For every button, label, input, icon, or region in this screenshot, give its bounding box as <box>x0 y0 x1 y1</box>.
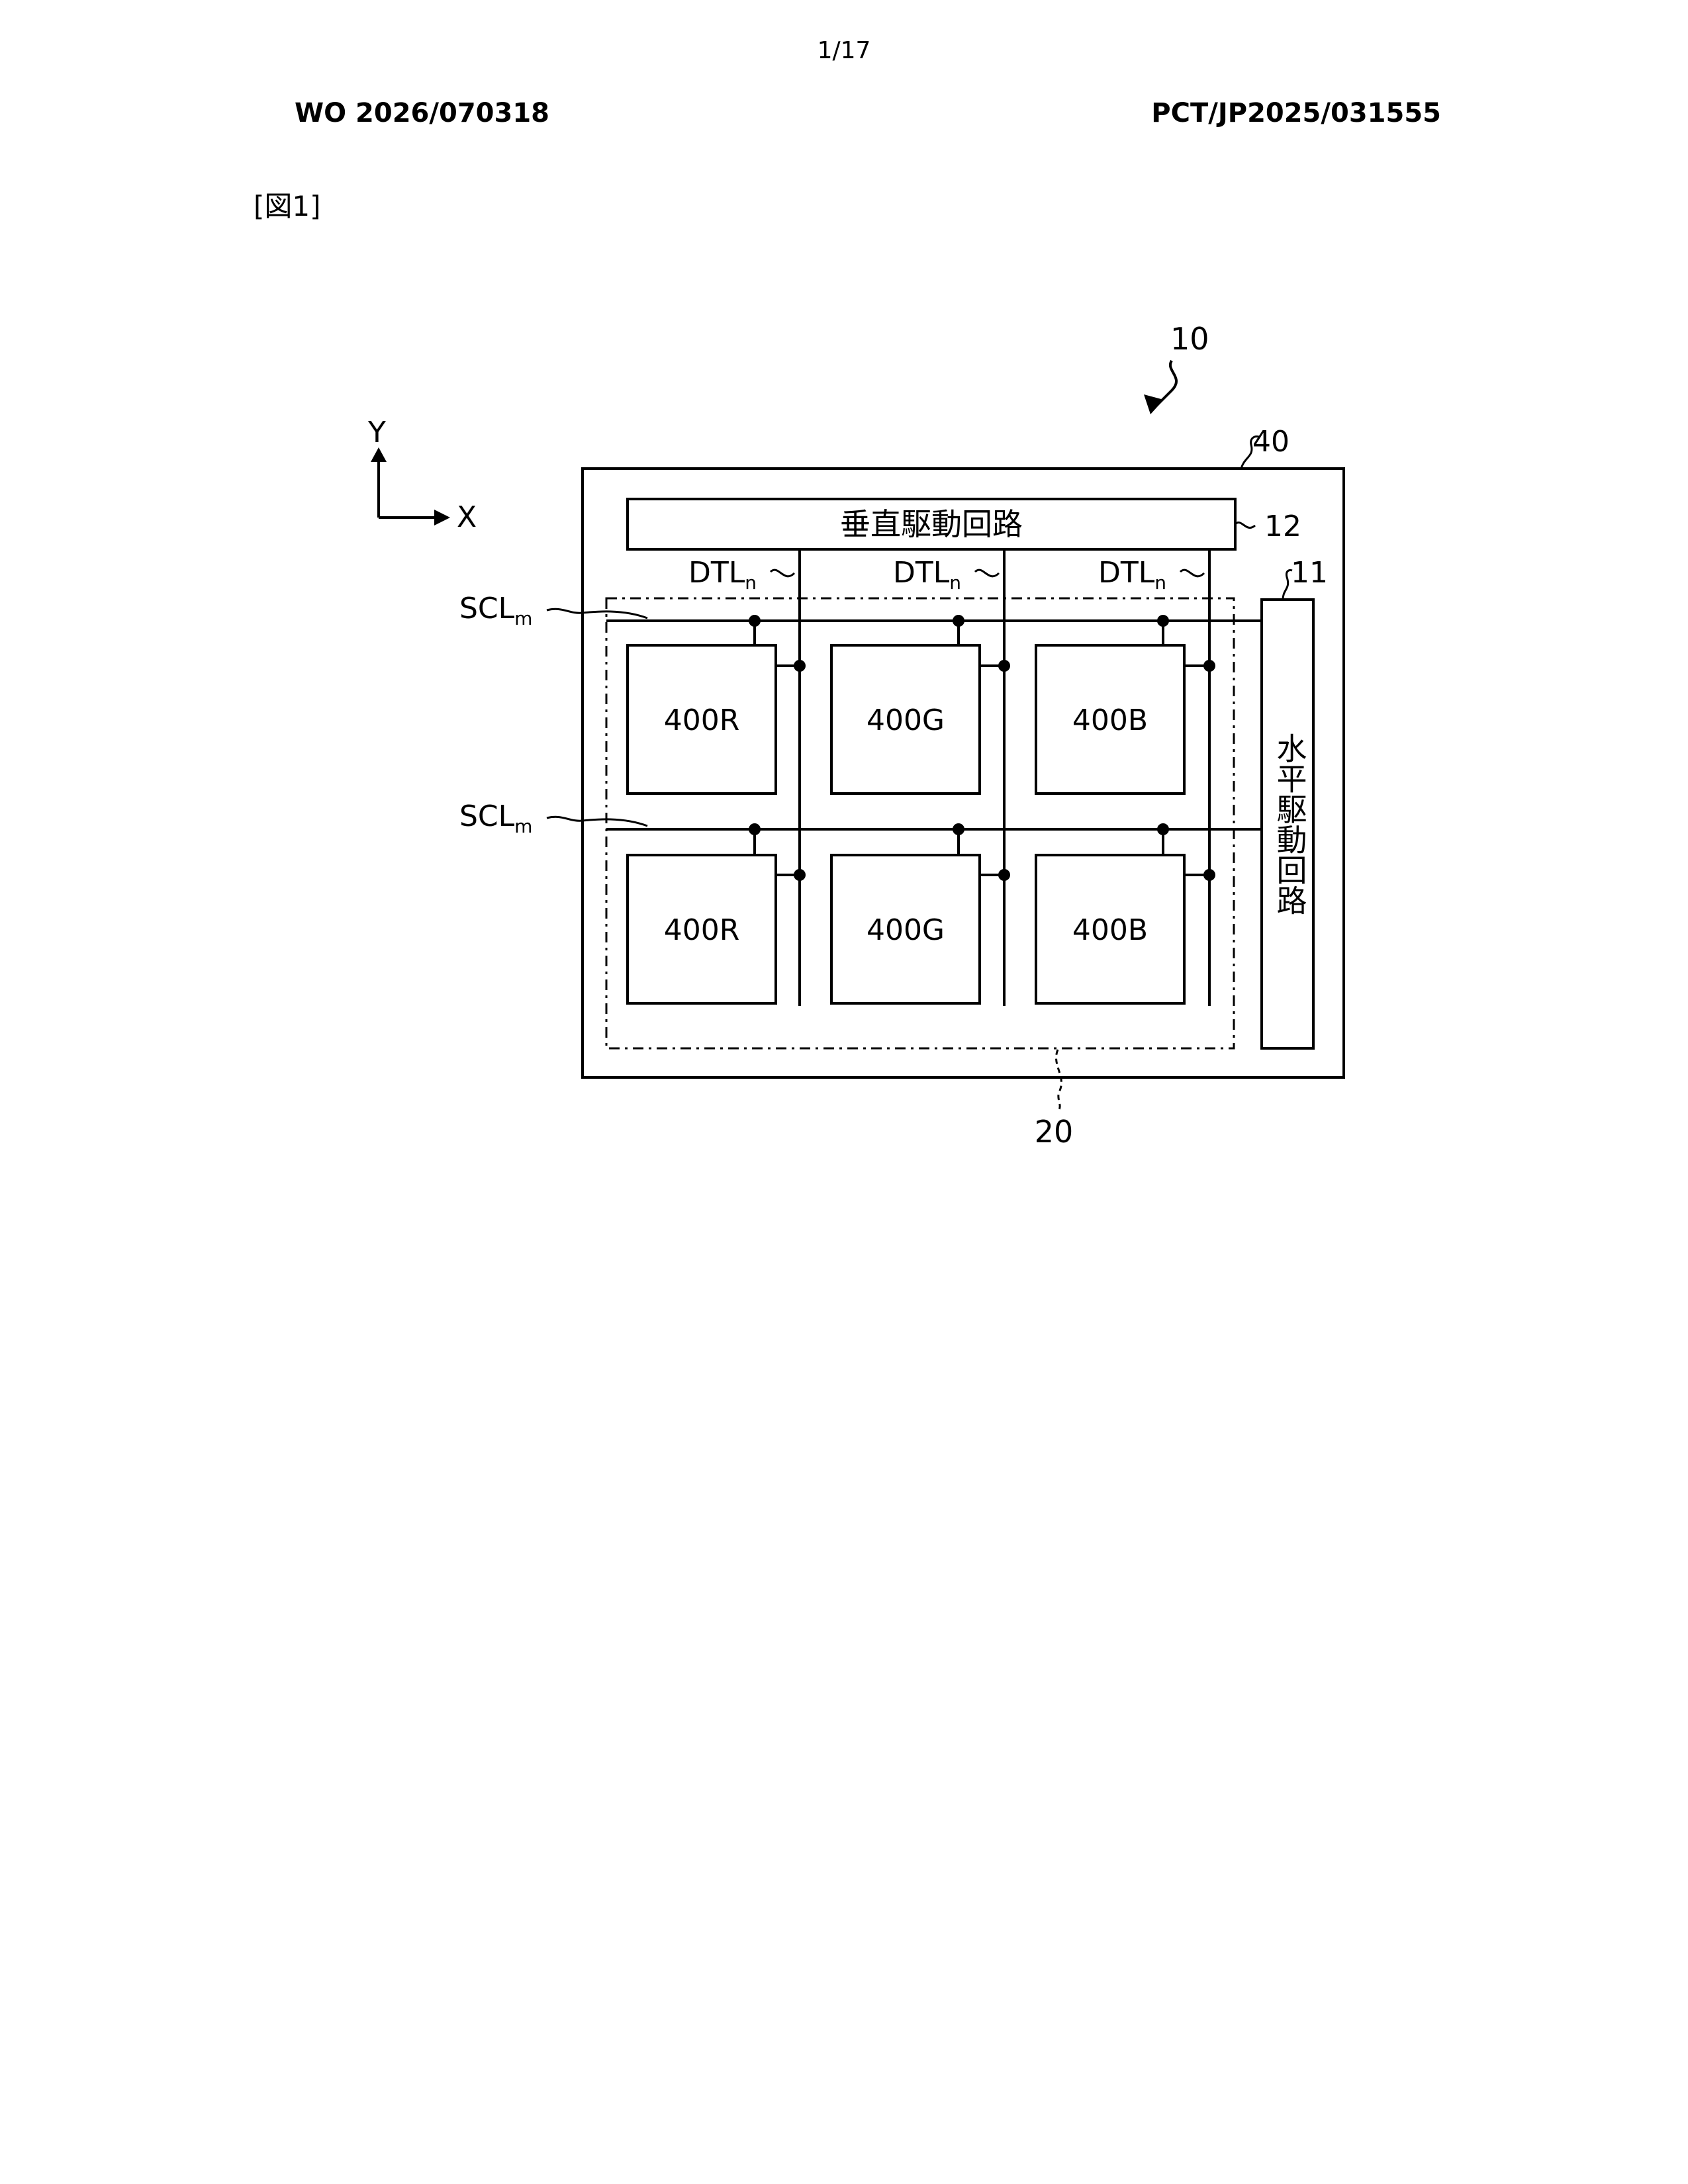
device-ref-leader <box>1157 361 1176 405</box>
pixel-r1-c3-label: 400B <box>1072 704 1148 737</box>
pixel-r2-c3: 400B <box>1036 823 1215 1003</box>
scan-junction-r1-c3 <box>1157 615 1169 627</box>
scan-line-label-1: SCLm <box>459 592 647 629</box>
pixel-r2-c1-label: 400R <box>664 913 740 947</box>
svg-text:SCLm: SCLm <box>459 799 532 837</box>
pixel-r2-c2: 400G <box>831 823 1010 1003</box>
data-line-1-sub: n <box>745 572 757 594</box>
scan-line-2-base: SCL <box>459 799 515 833</box>
scan-junction-r2-c1 <box>749 823 761 835</box>
scan-line-2-sub: m <box>514 815 532 837</box>
data-junction-r2-c3 <box>1203 869 1215 881</box>
x-axis-label: X <box>457 500 477 534</box>
svg-text:SCLm: SCLm <box>459 592 532 629</box>
data-line-3-base: DTL <box>1098 556 1155 590</box>
horizontal-driver-ref-label: 11 <box>1291 556 1328 590</box>
pixel-r1-c1: 400R <box>628 615 806 794</box>
pixel-r2-c1: 400R <box>628 823 806 1003</box>
axes-indicator: Y X <box>367 416 477 534</box>
vertical-driver-ref-leader <box>1235 522 1255 527</box>
data-line-3-sub: n <box>1154 572 1166 594</box>
pixel-r1-c3: 400B <box>1036 615 1215 794</box>
vertical-driver-ref-label: 12 <box>1264 510 1301 543</box>
scan-line-1-leader <box>547 609 647 618</box>
horizontal-driver-label: 水平駆動回路 <box>1272 733 1308 915</box>
scan-line-2-leader <box>547 817 647 826</box>
svg-text:DTLn: DTLn <box>893 556 961 594</box>
data-junction-r1-c3 <box>1203 660 1215 672</box>
data-junction-r1-c2 <box>998 660 1010 672</box>
pixel-r2-c2-label: 400G <box>867 913 945 947</box>
scan-line-label-2: SCLm <box>459 799 647 837</box>
scan-junction-r1-c2 <box>953 615 964 627</box>
data-junction-r2-c1 <box>794 869 806 881</box>
pixel-r1-c1-label: 400R <box>664 704 740 737</box>
pixel-array-ref-leader <box>1056 1050 1061 1109</box>
data-line-label-2: DTLn <box>893 556 999 594</box>
data-line-1-base: DTL <box>688 556 745 590</box>
data-line-3-leader <box>1180 570 1204 576</box>
device-ref-label: 10 <box>1170 321 1209 357</box>
pixel-r2-c3-label: 400B <box>1072 913 1148 947</box>
scan-line-1-sub: m <box>514 608 532 629</box>
y-axis-arrowhead <box>371 447 387 462</box>
scan-line-1-base: SCL <box>459 592 515 625</box>
y-axis-label: Y <box>367 416 386 449</box>
x-axis-arrowhead <box>434 510 450 525</box>
device-ref-arrowhead <box>1144 394 1164 414</box>
data-line-1-leader <box>771 570 794 576</box>
svg-text:DTLn: DTLn <box>688 556 757 594</box>
data-line-2-leader <box>975 570 999 576</box>
data-line-label-1: DTLn <box>688 556 794 594</box>
pixel-r1-c2: 400G <box>831 615 1010 794</box>
data-line-label-3: DTLn <box>1098 556 1204 594</box>
data-line-2-sub: n <box>949 572 961 594</box>
scan-junction-r1-c1 <box>749 615 761 627</box>
data-junction-r1-c1 <box>794 660 806 672</box>
data-line-2-base: DTL <box>893 556 950 590</box>
pixel-r1-c2-label: 400G <box>867 704 945 737</box>
svg-text:DTLn: DTLn <box>1098 556 1166 594</box>
panel-ref-label: 40 <box>1252 425 1289 459</box>
pixel-array-ref-label: 20 <box>1035 1114 1074 1150</box>
vertical-driver-label: 垂直駆動回路 <box>840 506 1023 542</box>
data-junction-r2-c2 <box>998 869 1010 881</box>
scan-junction-r2-c3 <box>1157 823 1169 835</box>
scan-junction-r2-c2 <box>953 823 964 835</box>
